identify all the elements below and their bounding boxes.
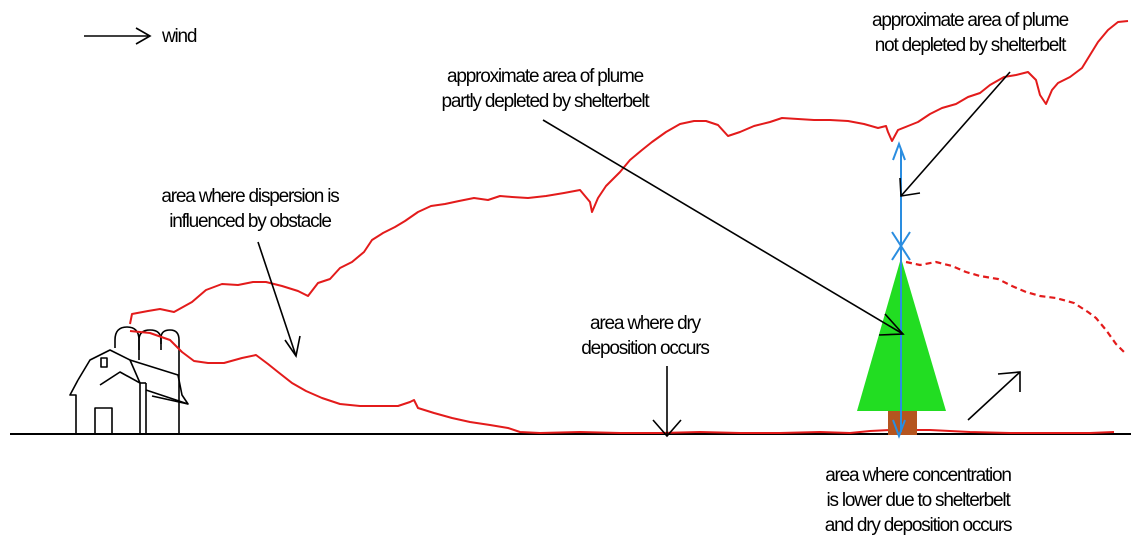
callout-arrows: [257, 71, 1021, 438]
plume-dashed-outline: [905, 260, 1125, 353]
label-plume-partly-depleted: approximate area of plume partly deplete…: [395, 64, 695, 114]
label-dry-deposition-line-1: area where dry: [590, 313, 701, 334]
label-obstacle-dispersion: area where dispersion is influenced by o…: [110, 184, 390, 234]
label-plume-not-depleted: approximate area of plume not depleted b…: [830, 8, 1110, 58]
label-lower-concentration-line-3: and dry deposition occurs: [824, 515, 1013, 536]
label-plume-partly-depleted-line-1: approximate area of plume: [446, 66, 644, 87]
label-plume-partly-depleted-line-2: partly depleted by shelterbelt: [441, 91, 650, 112]
label-plume-not-depleted-line-2: not depleted by shelterbelt: [874, 35, 1067, 56]
tree-trunk: [888, 410, 917, 435]
height-marker: [891, 141, 911, 439]
label-plume-not-depleted-line-1: approximate area of plume: [871, 10, 1069, 31]
plume-upper-outline: [129, 20, 1129, 325]
plume-lower-outline: [129, 330, 1115, 434]
label-lower-concentration-line-2: is lower due to shelterbelt: [826, 490, 1010, 511]
arrow-lower-concentration: [967, 371, 1021, 421]
label-obstacle-dispersion-line-2: influenced by obstacle: [169, 211, 332, 232]
label-dry-deposition: area where dry deposition occurs: [535, 311, 755, 361]
arrow-not-depleted: [900, 71, 1011, 197]
label-dry-deposition-line-2: deposition occurs: [581, 338, 710, 359]
arrow-partly-depleted: [542, 119, 904, 335]
wind-label: wind: [162, 26, 197, 47]
label-lower-concentration-line-1: area where concentration: [825, 465, 1012, 486]
label-obstacle-dispersion-line-1: area where dispersion is: [161, 186, 339, 207]
barn-icon: [69, 326, 189, 435]
arrow-obstacle: [257, 241, 297, 357]
wind-arrow-icon: [84, 27, 152, 45]
label-lower-concentration: area where concentration is lower due to…: [768, 463, 1068, 538]
